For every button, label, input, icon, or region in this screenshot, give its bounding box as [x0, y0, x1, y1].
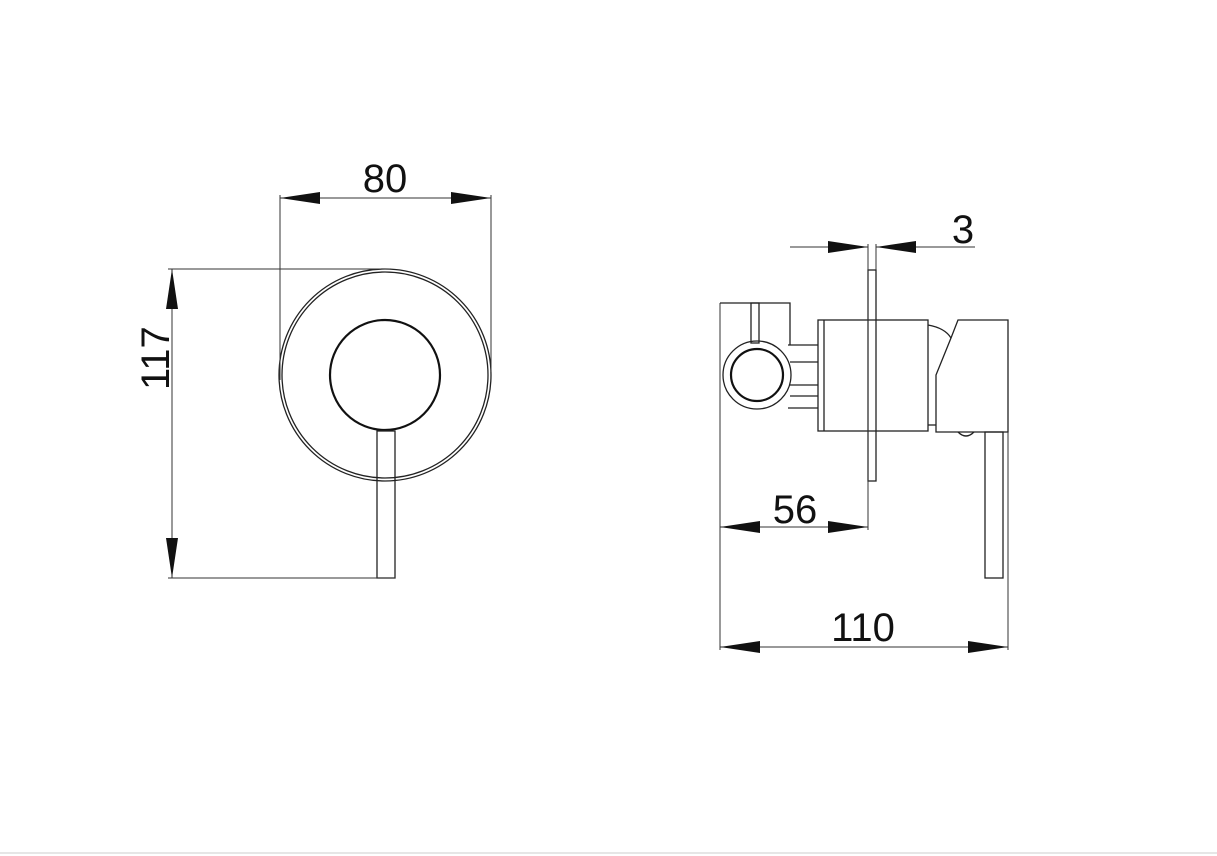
dimension-label-56: 56 [773, 488, 818, 532]
inlet-stem [750, 302, 760, 344]
side-lever [984, 431, 1004, 579]
cover-plate [867, 269, 877, 482]
side-view: 3 56 110 [719, 208, 1009, 653]
dimension-label-110: 110 [831, 606, 895, 650]
valve-body [817, 319, 929, 432]
front-view: 80 117 [134, 157, 492, 579]
handle-hub [328, 318, 442, 432]
dimension-label-117: 117 [134, 326, 178, 390]
dome [927, 324, 952, 339]
cover-plate-inner [281, 271, 489, 479]
handle-body [935, 319, 1009, 433]
dimension-label-3: 3 [952, 208, 974, 252]
inlet-ring [722, 340, 792, 410]
dimension-label-80: 80 [363, 157, 408, 201]
cover-plate-outer [278, 268, 492, 482]
inlet-bore [729, 347, 785, 403]
lever [376, 430, 396, 579]
